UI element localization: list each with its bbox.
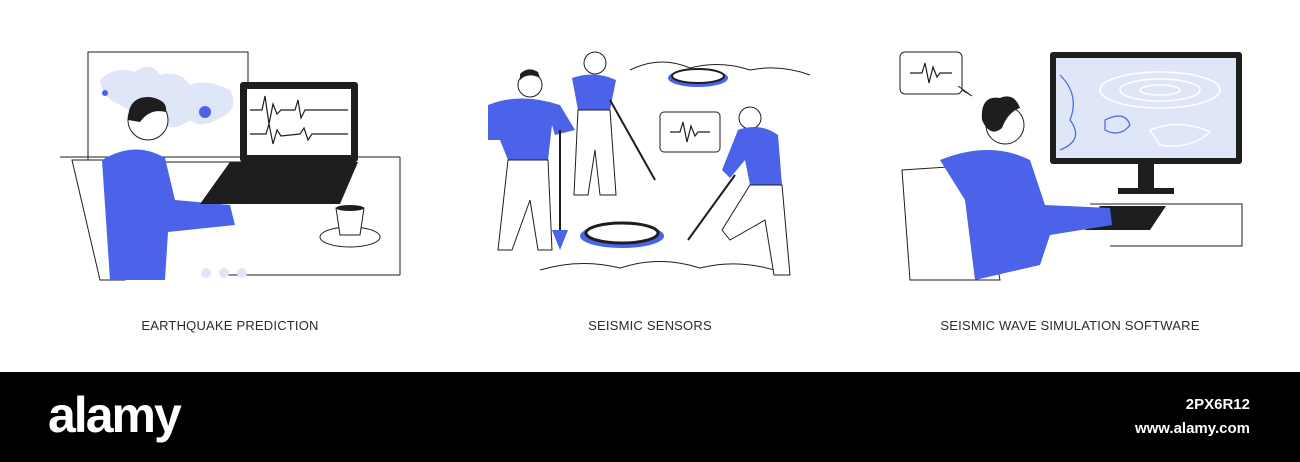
- person-hair: [128, 96, 167, 122]
- person-hair: [981, 96, 1020, 132]
- person-body: [102, 149, 235, 280]
- panel-caption: EARTHQUAKE PREDICTION: [141, 318, 319, 333]
- alamy-logo: alamy: [48, 387, 182, 443]
- person-body: [940, 150, 1112, 280]
- seismic-simulation-illustration: [899, 51, 1243, 281]
- map-pin-icon: [199, 106, 211, 118]
- panel-seismic-sensors: SEISMIC SENSORS: [460, 0, 840, 372]
- seismograph-wave: [250, 95, 348, 125]
- worker-shirt: [488, 98, 575, 160]
- seismograph-wave: [250, 123, 348, 145]
- panel-caption: SEISMIC WAVE SIMULATION SOFTWARE: [940, 318, 1200, 333]
- seismic-sensors-illustration: [488, 51, 811, 276]
- image-id: 2PX6R12: [1185, 396, 1250, 413]
- panel-caption: SEISMIC SENSORS: [588, 318, 712, 333]
- worker-shirt: [722, 126, 782, 185]
- earthquake-prediction-illustration: [60, 51, 401, 281]
- site-url: www.alamy.com: [1134, 420, 1250, 437]
- panel-seismic-wave-simulation: SEISMIC WAVE SIMULATION SOFTWARE: [880, 0, 1260, 372]
- watermark-bar: alamy 2PX6R12 www.alamy.com: [0, 372, 1300, 462]
- map-pin-icon: [102, 90, 108, 96]
- laptop-keyboard: [200, 162, 358, 204]
- coffee-cup-icon: [335, 207, 365, 236]
- worker-shirt: [572, 74, 616, 110]
- panel-earthquake-prediction: EARTHQUAKE PREDICTION: [40, 0, 420, 372]
